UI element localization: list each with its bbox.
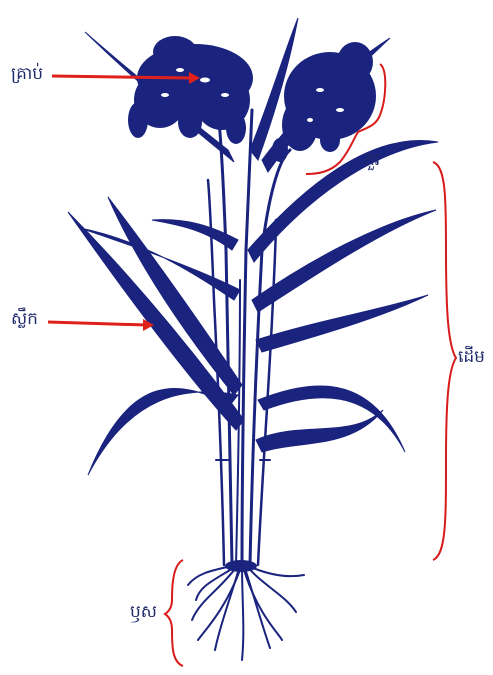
leaf-blade <box>256 410 383 452</box>
stem-brace <box>433 162 456 560</box>
roots <box>188 565 304 660</box>
label-leaf: ស្លឹក <box>11 311 38 328</box>
grain-highlight <box>161 93 169 97</box>
grain-highlight <box>176 68 184 72</box>
grain-cluster <box>272 138 288 162</box>
grain-arrow-line <box>52 76 192 78</box>
stem-line <box>218 110 232 565</box>
grain-cluster <box>337 42 373 82</box>
braces <box>165 64 456 666</box>
label-panicle: កួរ <box>364 152 380 169</box>
grain-cluster <box>178 106 202 138</box>
root-line <box>242 565 243 660</box>
leaf-arrow-line <box>48 322 146 325</box>
leaves <box>68 18 438 475</box>
root-brace <box>165 560 183 666</box>
grain-cluster <box>282 99 318 151</box>
root-line <box>198 570 240 640</box>
root-crown <box>225 560 257 572</box>
label-stem: ដើម <box>458 349 485 366</box>
grain-highlight <box>336 108 344 112</box>
label-root: ឫស <box>130 604 157 621</box>
root-line <box>246 565 296 612</box>
grain-highlight <box>316 88 324 92</box>
grain-cluster <box>320 128 340 152</box>
grain-cluster <box>128 102 148 138</box>
grain-cluster <box>153 36 197 68</box>
leaf-blade <box>256 295 428 352</box>
grain-highlight <box>200 78 210 83</box>
grain-cluster <box>226 112 246 144</box>
label-grain: គ្រាប់ <box>11 66 43 83</box>
grain-highlight <box>307 118 313 122</box>
grain-highlight <box>221 93 229 97</box>
panicle-left <box>128 36 253 144</box>
